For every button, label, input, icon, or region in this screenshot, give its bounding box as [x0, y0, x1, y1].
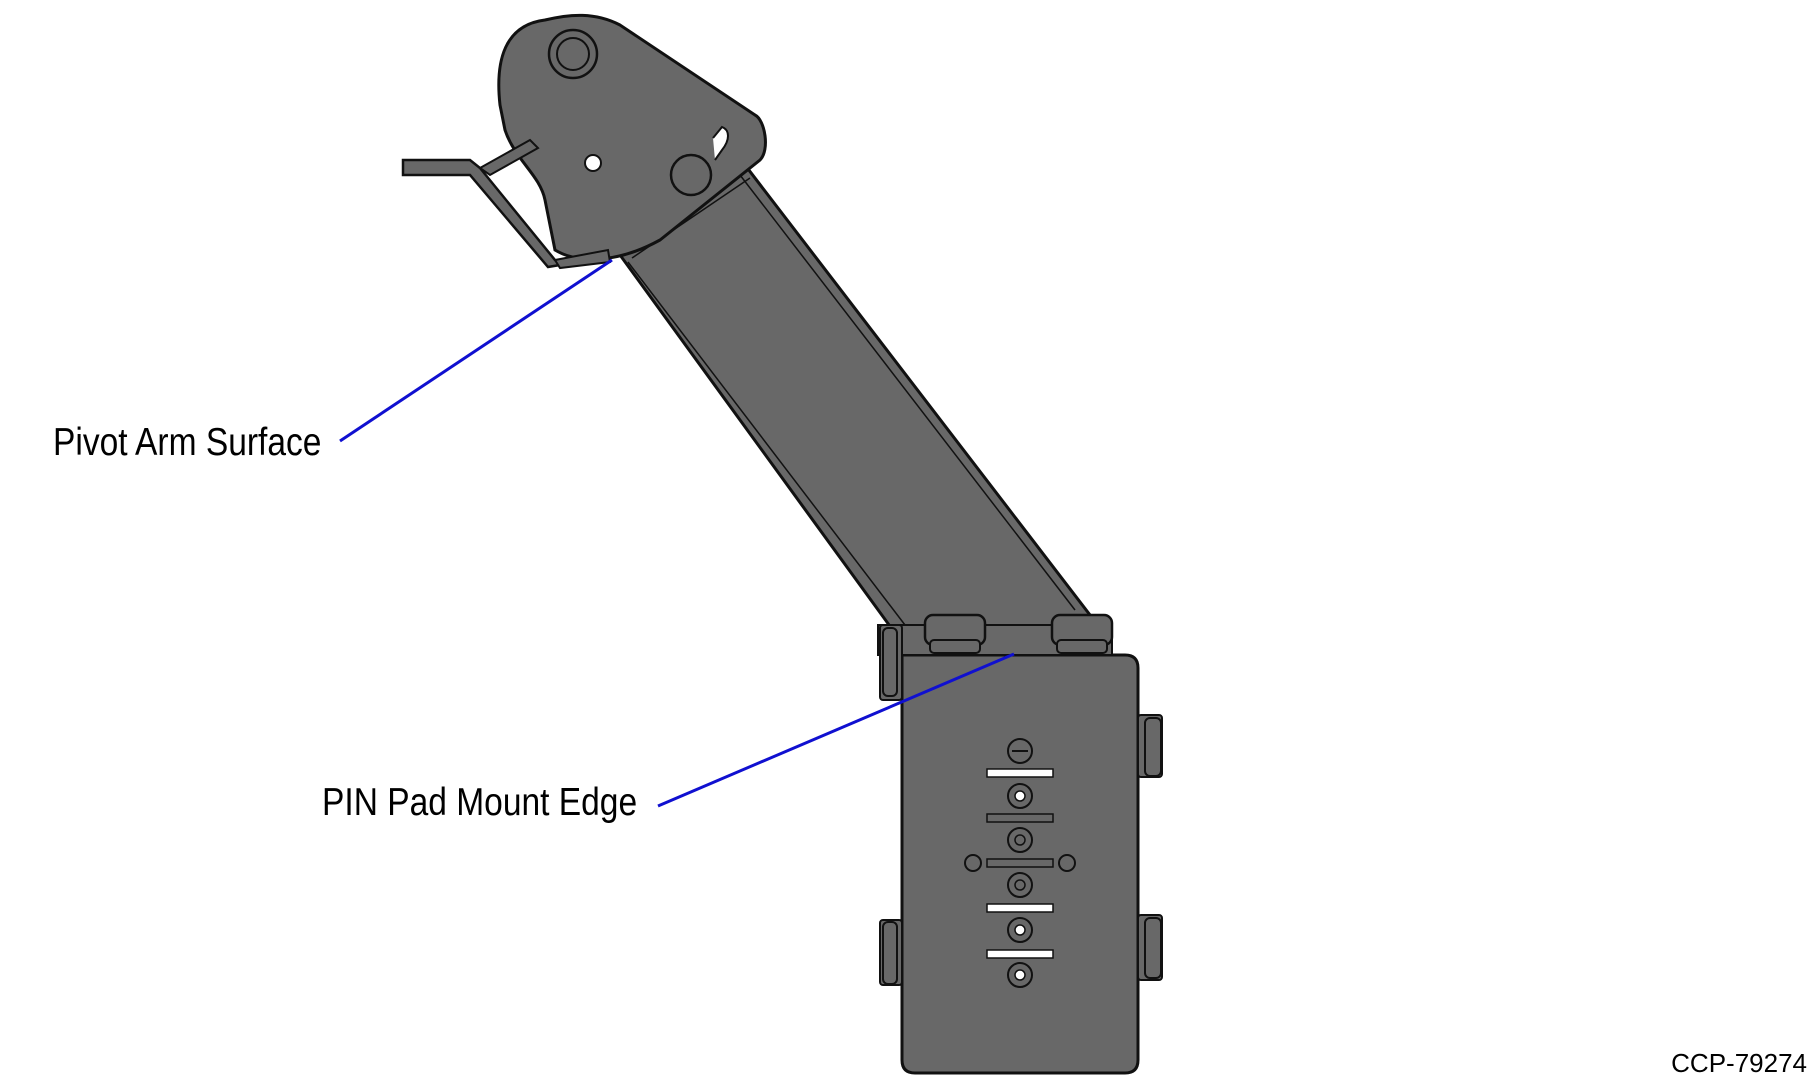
leader-line-pivot-arm-surface — [339, 258, 613, 443]
thumb-screws — [882, 613, 1162, 985]
callout-label-pin-pad-mount-edge: PIN Pad Mount Edge — [322, 781, 638, 824]
figure-id: CCP-79274 — [1671, 1048, 1807, 1078]
callout-label-pivot-arm-surface: Pivot Arm Surface — [53, 421, 322, 464]
mounting-pattern — [964, 738, 1076, 988]
bent-bracket — [401, 138, 612, 270]
small-hole — [584, 154, 602, 172]
pivot-head-plate — [497, 13, 767, 261]
pivot-bolt-inner — [556, 37, 590, 71]
pivot-arm — [617, 162, 1092, 642]
adjustment-knob — [669, 153, 713, 197]
leader-line-pin-pad-mount-edge — [657, 652, 1015, 808]
